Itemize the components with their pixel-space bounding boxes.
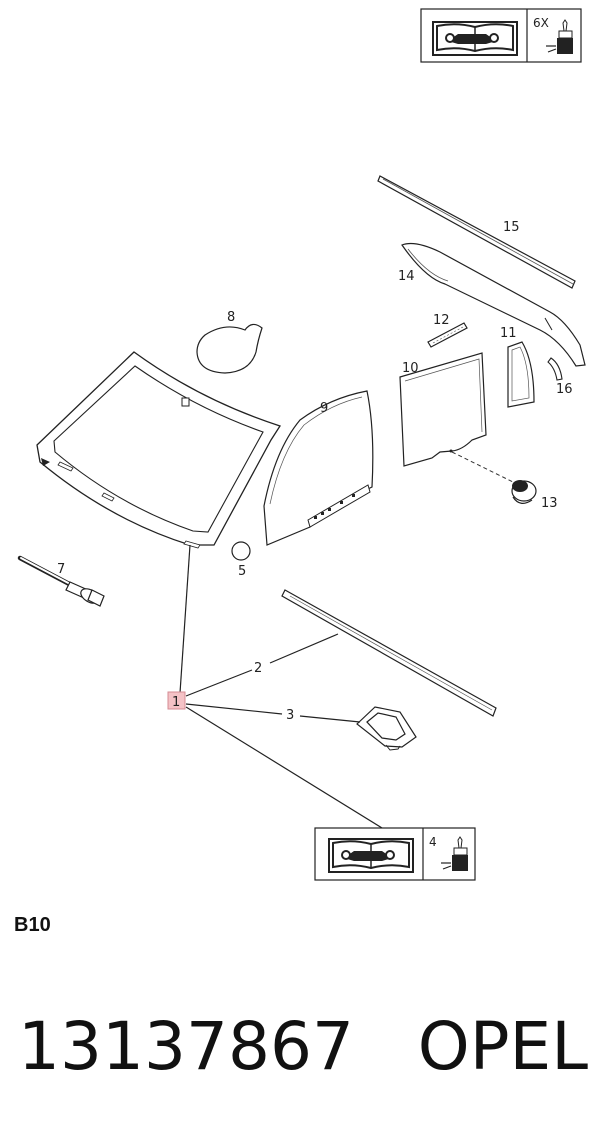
callout-8: 8 xyxy=(227,310,235,325)
part-11-quarter-glass xyxy=(507,341,535,408)
callout-15: 15 xyxy=(503,220,520,235)
adhesive-cartridge-icon xyxy=(546,19,573,54)
brand-name: OPEL xyxy=(417,1008,588,1085)
callout-12: 12 xyxy=(433,313,450,328)
part-14-spoiler xyxy=(401,242,586,367)
parts-exploded-diagram: 6X 15 14 8 12 11 16 xyxy=(17,8,586,881)
part-identification: 13137867 OPEL xyxy=(18,1002,588,1092)
repair-manual-icon xyxy=(328,838,414,873)
part-2-windshield-molding xyxy=(281,589,497,717)
part-12-strip xyxy=(427,322,468,348)
adhesive-cartridge-icon xyxy=(441,836,468,871)
part-number: 13137867 xyxy=(18,1008,354,1085)
part-9-front-door-glass xyxy=(263,390,374,546)
part-3-sensor-bracket xyxy=(356,706,417,751)
repair-manual-icon xyxy=(432,21,518,56)
leader-lines xyxy=(179,544,383,829)
callout-2: 2 xyxy=(254,661,262,676)
callout-11: 11 xyxy=(500,326,517,341)
callout-16: 16 xyxy=(556,382,573,397)
part-13-plug xyxy=(511,480,537,504)
part-5-clip xyxy=(231,541,251,561)
callout-14: 14 xyxy=(398,269,415,284)
footer-instruction-box: 4 xyxy=(314,827,476,881)
part-1-windshield xyxy=(36,351,282,549)
part-7-rivet xyxy=(17,555,105,607)
callout-7: 7 xyxy=(57,562,65,577)
callout-13: 13 xyxy=(541,496,558,511)
callout-1-highlight xyxy=(167,691,186,710)
part-10-rear-door-glass xyxy=(399,352,487,467)
footer-quantity-label: 4 xyxy=(429,835,437,849)
callout-5: 5 xyxy=(238,564,246,579)
callout-3: 3 xyxy=(286,708,294,723)
part-8-mirror-pad xyxy=(196,323,263,374)
part-16-seal xyxy=(547,357,563,381)
header-quantity-label: 6X xyxy=(533,16,549,30)
callout-10: 10 xyxy=(402,361,419,376)
callout-9: 9 xyxy=(320,401,328,416)
section-code: B10 xyxy=(14,914,51,936)
header-instruction-box: 6X xyxy=(420,8,582,63)
part-15-roof-molding xyxy=(377,175,576,289)
callout-1: 1 xyxy=(172,695,180,710)
